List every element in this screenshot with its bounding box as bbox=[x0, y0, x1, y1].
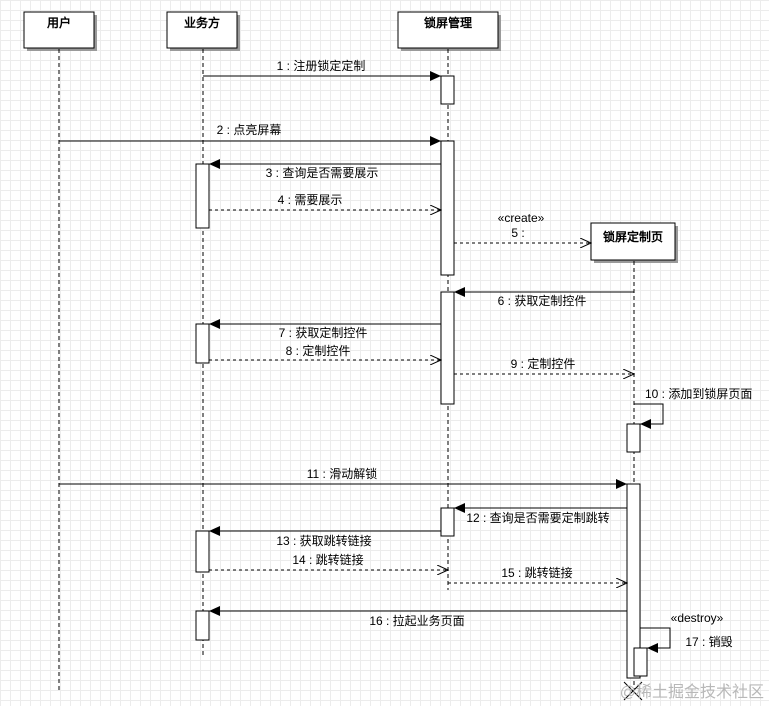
message-9: 9 : 定制控件 bbox=[454, 356, 634, 374]
message-3: 3 : 查询是否需要展示 bbox=[209, 159, 441, 180]
message-11: 11 : 滑动解锁 bbox=[59, 466, 627, 489]
participant-business-label: 业务方 bbox=[184, 15, 220, 30]
message-13-label: 13 : 获取跳转链接 bbox=[276, 533, 371, 548]
participant-business: 业务方 bbox=[166, 11, 240, 51]
message-6: 6 : 获取定制控件 bbox=[454, 287, 634, 308]
message-2-label: 2 : 点亮屏幕 bbox=[217, 122, 282, 137]
message-16: 16 : 拉起业务页面 bbox=[209, 606, 627, 628]
message-8-label: 8 : 定制控件 bbox=[286, 343, 351, 358]
activation-bar bbox=[626, 423, 641, 453]
participant-user-label: 用户 bbox=[46, 15, 71, 30]
message-1: 1 : 注册锁定定制 bbox=[203, 58, 441, 81]
activation-bar bbox=[440, 507, 455, 537]
participant-lock-manager: 锁屏管理 bbox=[397, 11, 501, 51]
activation-bar bbox=[440, 140, 455, 276]
message-17-stereotype: «destroy» bbox=[671, 611, 724, 625]
activation-bar bbox=[195, 323, 210, 364]
message-5: «create» 5 : bbox=[454, 211, 591, 243]
message-14: 14 : 跳转链接 bbox=[209, 552, 448, 570]
message-6-label: 6 : 获取定制控件 bbox=[498, 293, 587, 308]
message-2: 2 : 点亮屏幕 bbox=[59, 122, 441, 146]
message-10-label: 10 : 添加到锁屏页面 bbox=[645, 386, 752, 401]
activation-bar bbox=[440, 75, 455, 105]
message-1-label: 1 : 注册锁定定制 bbox=[277, 58, 366, 73]
message-8: 8 : 定制控件 bbox=[209, 343, 441, 360]
participant-lock-custom-page-label: 锁屏定制页 bbox=[603, 229, 663, 244]
activation-bar bbox=[633, 647, 648, 677]
message-7-label: 7 : 获取定制控件 bbox=[279, 325, 368, 340]
message-9-label: 9 : 定制控件 bbox=[511, 356, 576, 371]
destroy-mark-icon bbox=[623, 681, 643, 701]
message-7: 7 : 获取定制控件 bbox=[209, 319, 441, 340]
message-5-label: 5 : bbox=[511, 226, 524, 240]
message-16-label: 16 : 拉起业务页面 bbox=[369, 613, 464, 628]
message-11-label: 11 : 滑动解锁 bbox=[307, 466, 377, 481]
participant-user: 用户 bbox=[23, 11, 97, 51]
activation-bar bbox=[440, 291, 455, 405]
participant-lock-custom-page: 锁屏定制页 bbox=[590, 222, 678, 263]
activation-bar bbox=[195, 610, 210, 641]
message-15-label: 15 : 跳转链接 bbox=[501, 565, 572, 580]
message-15: 15 : 跳转链接 bbox=[448, 565, 627, 583]
message-14-label: 14 : 跳转链接 bbox=[292, 552, 363, 567]
message-17: «destroy» 17 : 销毁 bbox=[640, 611, 733, 653]
message-3-label: 3 : 查询是否需要展示 bbox=[266, 166, 379, 180]
participant-lock-manager-label: 锁屏管理 bbox=[424, 15, 472, 30]
message-17-label: 17 : 销毁 bbox=[685, 634, 732, 649]
message-4: 4 : 需要展示 bbox=[209, 193, 441, 210]
message-4-label: 4 : 需要展示 bbox=[278, 193, 343, 207]
message-10: 10 : 添加到锁屏页面 bbox=[634, 386, 752, 429]
message-5-stereotype: «create» bbox=[498, 211, 545, 225]
message-13: 13 : 获取跳转链接 bbox=[209, 526, 441, 548]
watermark: @稀土掘金技术社区 bbox=[620, 683, 764, 701]
message-12: 12 : 查询是否需要定制跳转 bbox=[454, 503, 627, 525]
message-12-label: 12 : 查询是否需要定制跳转 bbox=[466, 510, 609, 525]
activation-bar bbox=[195, 163, 210, 229]
activation-bar bbox=[195, 530, 210, 573]
